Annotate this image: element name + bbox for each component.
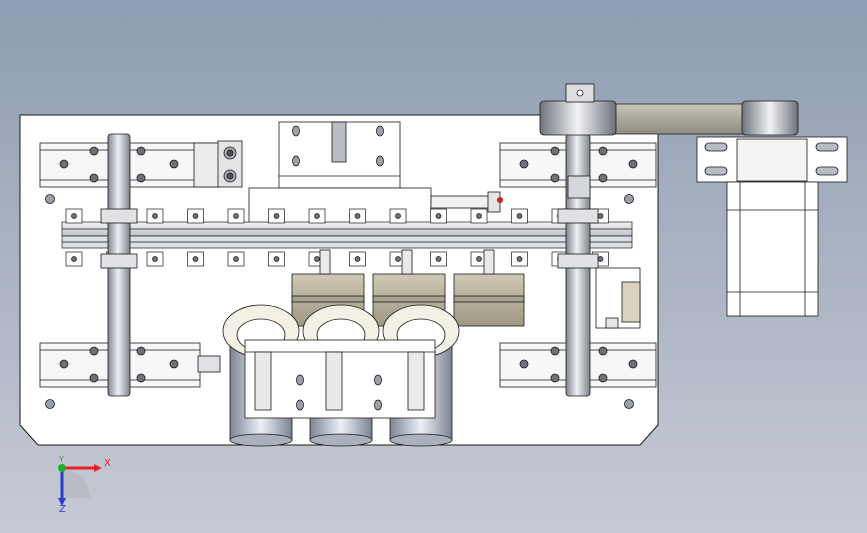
chain-link-pin — [476, 213, 482, 219]
chain-link-pin — [192, 213, 199, 219]
chain-link-pin — [597, 256, 604, 262]
chain-link-pin — [273, 256, 280, 262]
roller-frame — [244, 339, 436, 419]
chain-link-pin — [476, 256, 482, 262]
x-axis-arrowhead — [94, 464, 102, 472]
chain-link-pin — [71, 213, 77, 219]
coordinate-triad — [58, 464, 102, 506]
x-axis-label: X — [104, 458, 111, 469]
chain-link-pin — [516, 256, 523, 262]
shaft-right — [557, 133, 599, 397]
belt-drive — [539, 83, 799, 136]
z-axis-label: Z — [59, 504, 66, 515]
chain-link-pin — [314, 213, 320, 219]
chain-link-pin — [597, 213, 604, 219]
y-axis-origin-dot — [58, 464, 66, 472]
chain-link-pin — [395, 256, 401, 262]
chain-link-pin — [233, 256, 239, 262]
shaft-left — [100, 133, 138, 397]
chain-conveyor — [61, 208, 633, 267]
chain-link-pin — [314, 256, 320, 262]
chain-link-pin — [516, 213, 523, 219]
corner-holes — [45, 194, 634, 409]
chain-link-pin — [192, 256, 199, 262]
chain-link-pin — [354, 256, 361, 262]
chain-link-pin — [395, 213, 401, 219]
chain-link-pin — [435, 213, 442, 219]
chain-link-pin — [354, 213, 361, 219]
bearing-bracket-top-left — [39, 140, 243, 188]
motor-row — [291, 249, 525, 327]
y-axis-label: Y — [59, 455, 64, 464]
stepper-motor — [696, 136, 848, 317]
chain-link-pin — [71, 256, 77, 262]
chain-link-pin — [435, 256, 442, 262]
gear-motor-2 — [372, 249, 446, 327]
top-guide-block — [278, 121, 401, 189]
chain-link-pin — [273, 213, 280, 219]
chain-link-pin — [233, 213, 239, 219]
gear-motor-3 — [453, 249, 525, 327]
chain-links-bottom — [65, 251, 609, 267]
z-axis-arrowhead — [58, 498, 66, 506]
chain-link-pin — [152, 256, 158, 262]
chain-link-pin — [152, 213, 158, 219]
sensor-bracket — [595, 267, 641, 329]
